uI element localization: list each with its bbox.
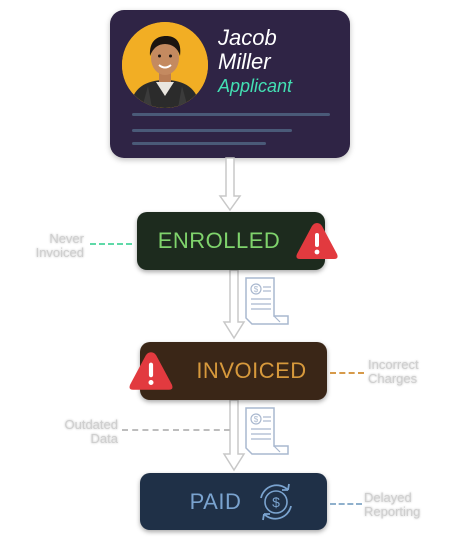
applicant-role: Applicant [218,76,293,96]
note-never-invoiced-line2: Invoiced [35,245,84,260]
dashed-connector [330,503,362,505]
applicant-name: Jacob Miller [218,26,338,74]
placeholder-line [132,129,292,132]
warning-triangle-icon [129,352,173,390]
invoice-document-icon: $ [245,277,289,325]
warning-triangle-icon [296,223,338,259]
note-incorrect-charges-line1: Incorrect [368,357,419,372]
stage-paid-label: PAID [189,488,242,514]
note-outdated-data-line2: Data [90,431,118,446]
connector-arrow [222,399,246,472]
stage-enrolled: ENROLLED [137,212,325,270]
note-outdated-data: Outdated Data [44,417,119,446]
stage-enrolled-label: ENROLLED [157,228,281,253]
placeholder-line [132,113,330,116]
invoice-document-icon: $ [245,407,289,455]
svg-text:$: $ [254,285,259,294]
applicant-first-name: Jacob [218,25,277,50]
placeholder-line [132,142,266,145]
applicant-profile-card: Jacob Miller Applicant [110,10,350,158]
note-delayed-reporting-line2: Reporting [364,504,421,519]
applicant-last-name: Miller [218,49,271,74]
stage-invoiced: INVOICED [140,342,327,400]
note-delayed-reporting: Delayed Reporting [364,491,444,519]
svg-text:$: $ [254,415,259,424]
note-never-invoiced: Never Invoiced [18,232,84,260]
stage-paid: PAID $ [140,473,327,530]
avatar [122,22,208,108]
dashed-connector [122,429,230,431]
payment-cycle-icon: $ [260,483,292,521]
note-never-invoiced-line1: Never [49,231,84,246]
svg-text:$: $ [272,494,280,510]
dashed-connector [330,372,364,374]
note-delayed-reporting-line1: Delayed [364,490,412,505]
dashed-connector [90,243,132,245]
note-outdated-data-line1: Outdated [64,417,119,432]
connector-arrow [222,269,246,340]
stage-invoiced-label: INVOICED [196,358,307,383]
note-incorrect-charges: Incorrect Charges [368,358,444,386]
note-incorrect-charges-line2: Charges [368,371,418,386]
person-photo-icon [122,22,208,108]
connector-arrow [218,157,242,212]
